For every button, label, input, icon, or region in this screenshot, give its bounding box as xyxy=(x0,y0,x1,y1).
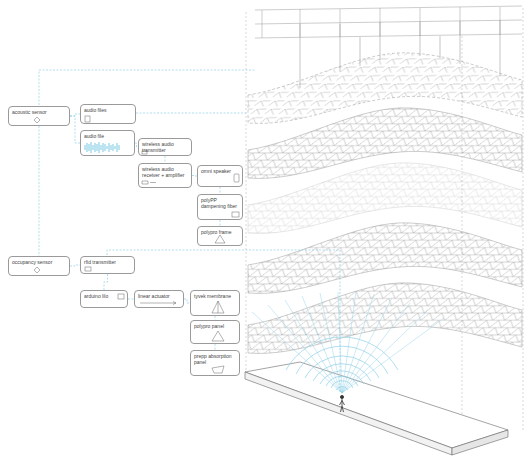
actuator-icon xyxy=(140,302,176,305)
component-label: polypro frame xyxy=(201,229,239,235)
sound-arc xyxy=(286,337,398,390)
component-label: audio files xyxy=(84,107,132,113)
component-box: audio files xyxy=(80,104,136,124)
receiver-icon xyxy=(142,181,156,184)
component-box: prepp absorption panel xyxy=(190,350,240,376)
component-box: audio file xyxy=(80,130,135,156)
ceiling-grid xyxy=(255,6,522,38)
signal-connector xyxy=(70,116,80,143)
sensor-icon xyxy=(34,267,40,273)
component-box: linear actuator xyxy=(134,290,184,308)
mesh-layer xyxy=(248,283,522,354)
membrane-icon xyxy=(212,301,224,313)
leader-lines xyxy=(39,70,340,392)
person-body xyxy=(340,399,345,412)
component-label: occupancy sensor xyxy=(12,259,66,265)
component-box: omni speaker xyxy=(197,165,243,187)
component-label: wireless audio transmitter xyxy=(142,141,188,153)
absorption-icon xyxy=(212,366,224,373)
component-label: prepp absorption panel xyxy=(194,353,236,365)
component-label: wireless audio receiver + amplifier xyxy=(142,166,188,178)
frame-icon xyxy=(215,235,225,243)
person-head xyxy=(340,395,343,398)
component-box: polypro frame xyxy=(197,226,243,246)
mesh-layers xyxy=(248,53,522,354)
component-box: polypro panel xyxy=(190,320,240,344)
signal-connector xyxy=(104,274,108,290)
rod xyxy=(380,22,381,60)
sensor-icon xyxy=(34,117,40,123)
floor-slab xyxy=(245,362,508,455)
rod xyxy=(460,21,461,64)
rod xyxy=(420,22,421,56)
speaker-icon xyxy=(234,174,239,182)
leader-line xyxy=(136,113,246,114)
waveform-icon xyxy=(85,142,119,153)
envelope-line xyxy=(246,12,247,372)
component-label: rfid transmitter xyxy=(84,259,131,265)
leader-line xyxy=(39,70,256,105)
fiber-icon xyxy=(232,212,239,217)
component-box: polyPP dampening fiber xyxy=(197,194,243,220)
sound-field xyxy=(252,292,444,393)
board-icon xyxy=(118,294,124,299)
component-label: polypro panel xyxy=(194,323,236,329)
component-label: audio file xyxy=(84,133,131,139)
rod xyxy=(300,24,301,88)
signal-connector xyxy=(220,187,221,194)
rod xyxy=(500,20,501,76)
grid-line xyxy=(255,6,522,38)
component-box: rfid transmitter xyxy=(80,256,135,274)
rfid-icon xyxy=(85,267,91,271)
component-label: tyvek membrane xyxy=(194,293,236,299)
component-label: arduino lilo xyxy=(84,293,124,299)
component-box: arduino lilo xyxy=(80,290,128,308)
component-box: tyvek membrane xyxy=(190,290,240,316)
signal-connector xyxy=(70,265,80,266)
mesh-layer xyxy=(248,223,522,294)
signal-connector xyxy=(165,156,166,163)
leader-line xyxy=(107,250,340,392)
component-label: acoustic sensor xyxy=(12,109,66,115)
rod xyxy=(340,24,341,72)
component-box: occupancy sensor xyxy=(8,256,70,276)
component-label: linear actuator xyxy=(138,293,180,299)
rod xyxy=(440,36,441,58)
component-label: polyPP dampening fiber xyxy=(201,197,239,209)
file-icon xyxy=(85,116,90,122)
slab-side xyxy=(452,430,508,455)
component-box: wireless audio receiver + amplifier xyxy=(138,163,192,188)
mesh-layer xyxy=(248,163,522,234)
panel-icon xyxy=(212,331,224,341)
grid-line xyxy=(262,7,500,38)
signal-connector xyxy=(39,126,40,256)
person-figure xyxy=(340,395,345,412)
slab-top xyxy=(245,362,508,448)
component-icons xyxy=(34,116,239,373)
waveform xyxy=(85,142,119,153)
sound-ray xyxy=(252,292,444,393)
component-box: wireless audio transmitter xyxy=(138,138,192,156)
component-box: acoustic sensor xyxy=(8,106,70,126)
component-label: omni speaker xyxy=(201,168,239,174)
envelope-line xyxy=(523,8,524,430)
